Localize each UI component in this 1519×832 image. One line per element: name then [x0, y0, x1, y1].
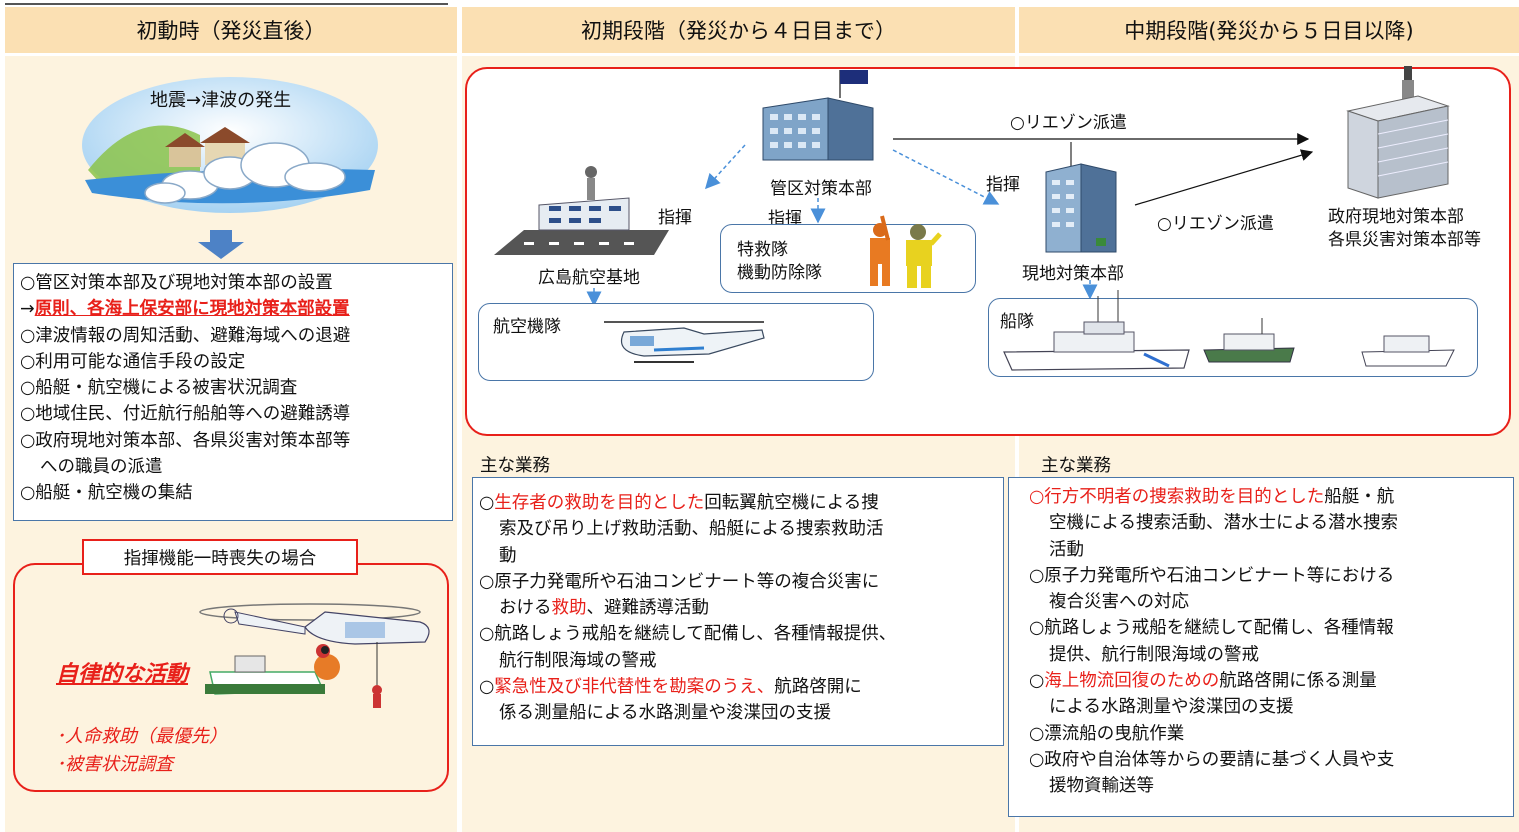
p2-line: 係る測量船による水路測量や浚渫団の支援	[499, 703, 831, 724]
helicopter-rescue-illustration	[199, 603, 430, 708]
gov-hq-label: 政府現地対策本部	[1328, 207, 1464, 227]
main-tasks-label-phase2: 主な業務	[480, 456, 550, 476]
air-base-label: 広島航空基地	[538, 268, 640, 288]
down-arrow-icon	[198, 230, 244, 259]
command-label-3: 指揮	[986, 175, 1020, 195]
p1-line: ○政府現地対策本部、各県災害対策本部等	[20, 430, 351, 451]
p3-line: による水路測量や浚渫団の支援	[1049, 697, 1294, 718]
loss-of-command-title: 指揮機能一時喪失の場合	[82, 539, 358, 575]
p3-line: 援物資輸送等	[1049, 776, 1154, 797]
bullet-life-rescue: ･人命救助（最優先）	[56, 726, 227, 747]
special-rescue-team-box	[720, 224, 976, 293]
autonomous-activity: 自律的な活動	[56, 662, 189, 687]
p2-line: 動	[499, 545, 517, 566]
special-rescue-label: 特救隊	[737, 240, 788, 260]
local-hq-building-icon	[1045, 142, 1117, 253]
p2-line: ○生存者の救助を目的とした回転翼航空機による捜	[479, 493, 879, 513]
p3-line: ○海上物流回復のための航路啓開に係る測量	[1029, 671, 1377, 692]
regional-hq-label: 管区対策本部	[770, 179, 872, 199]
p3-line: 活動	[1049, 539, 1084, 560]
p3-line: 提供、航行制限海域の警戒	[1049, 644, 1259, 665]
p3-line: ○航路しょう戒船を継続して配備し、各種情報	[1029, 618, 1394, 639]
p2-line: ○原子力発電所や石油コンビナート等の複合災害に	[479, 571, 880, 592]
p1-line: ○管区対策本部及び現地対策本部の設置	[20, 273, 333, 293]
p2-line: 航行制限海域の警戒	[499, 650, 657, 671]
p3-line: ○政府や自治体等からの要請に基づく人員や支	[1029, 749, 1395, 770]
quake-label: 地震→津波の発生	[150, 90, 292, 111]
p2-line: ○航路しょう戒船を継続して配備し、各種情報提供、	[479, 624, 897, 645]
local-hq-label: 現地対策本部	[1022, 264, 1124, 284]
earthquake-tsunami-illustration	[82, 77, 378, 213]
helicopter-icon	[604, 321, 765, 363]
p3-line: 複合災害への対応	[1049, 592, 1189, 613]
p1-line: →原則、各海上保安部に現地対策本部設置	[20, 299, 350, 320]
p1-line: ○津波情報の周知活動、避難海域への退避	[20, 325, 351, 346]
p3-line: ○原子力発電所や石油コンビナート等における	[1029, 565, 1395, 586]
p1-line: ○船艇・航空機の集結	[20, 483, 193, 504]
p1-line: ○利用可能な通信手段の設定	[20, 351, 246, 372]
phase1-task-list: ○管区対策本部及び現地対策本部の設置 →原則、各海上保安部に現地対策本部設置 ○…	[13, 263, 453, 521]
rescuers-icon	[870, 215, 942, 288]
p3-line: ○行方不明者の捜索救助を目的とした船艇・航	[1029, 487, 1395, 507]
p2-line: 索及び吊り上げ救助活動、船艇による捜索救助活	[499, 519, 884, 540]
header-phase2: 初期段階（発災から４日目まで）	[462, 7, 1015, 53]
phase2-task-list: ○生存者の救助を目的とした回転翼航空機による捜 索及び吊り上げ救助活動、船艇によ…	[472, 477, 1004, 746]
p3-line: 空機による捜索活動、潜水士による潜水捜索	[1049, 513, 1398, 534]
government-building-icon	[1346, 66, 1450, 199]
fleet-label: 船隊	[1000, 312, 1034, 332]
p3-line: ○漂流船の曳航作業	[1029, 723, 1185, 744]
command-label-1: 指揮	[658, 208, 692, 228]
phase3-task-list: ○行方不明者の捜索救助を目的とした船艇・航 空機による捜索活動、潜水士による潜水…	[1008, 477, 1514, 817]
p2-line: おける救助、避難誘導活動	[499, 598, 709, 619]
p1-line: への職員の派遣	[40, 457, 163, 478]
header-phase1: 初動時（発災直後）	[5, 7, 457, 53]
tab-line	[5, 3, 448, 5]
bullet-damage-survey: ･被害状況調査	[56, 754, 173, 775]
regional-hq-building-icon	[762, 70, 874, 161]
header-phase3: 中期段階(発災から５日目以降)	[1019, 7, 1519, 53]
main-tasks-label-phase3: 主な業務	[1041, 456, 1111, 476]
pref-hq-label: 各県災害対策本部等	[1328, 230, 1481, 250]
aviation-unit-label: 航空機隊	[493, 317, 561, 337]
spill-response-label: 機動防除隊	[737, 263, 822, 283]
liaison-label-1: ○リエゾン派遣	[1010, 113, 1127, 133]
air-base-icon	[494, 166, 669, 255]
fleet-ships-icon	[1003, 290, 1455, 371]
p1-line: ○船艇・航空機による被害状況調査	[20, 378, 298, 399]
p1-line: ○地域住民、付近航行船舶等への避難誘導	[20, 404, 351, 425]
p2-line: ○緊急性及び非代替性を勘案のうえ、航路啓開に	[479, 677, 862, 698]
liaison-label-2: ○リエゾン派遣	[1157, 214, 1274, 234]
